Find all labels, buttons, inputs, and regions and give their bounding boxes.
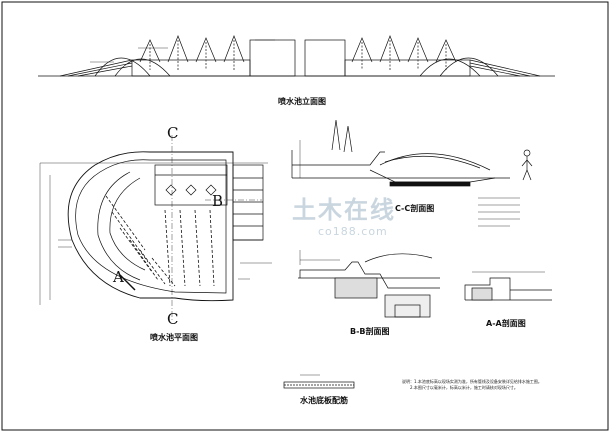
bb-section xyxy=(298,250,440,318)
bb-title: B-B剖面图 xyxy=(350,327,390,336)
elevation-title: 喷水池立面图 xyxy=(278,97,326,106)
section-mark-c-bottom: C xyxy=(167,310,179,328)
watermark-logo: 土木在线 xyxy=(292,196,396,224)
design-note-2: 2.本图尺寸以毫米计，标高以米计，施工时请核对现场尺寸。 xyxy=(410,385,518,390)
drain-title: 水池底板配筋 xyxy=(300,396,348,405)
aa-section xyxy=(464,271,552,301)
design-note-1: 说明：1.本池底标高以现场实测为准，所有管线及设备安装详见给排水施工图。 xyxy=(402,379,542,384)
section-mark-b: B xyxy=(212,192,224,210)
section-mark-c-top: C xyxy=(167,124,179,142)
aa-title: A-A剖面图 xyxy=(486,319,526,328)
section-mark-a: A xyxy=(113,268,124,286)
plan-view xyxy=(39,135,272,322)
cc-title: C-C剖面图 xyxy=(395,204,435,213)
plan-title: 喷水池平面图 xyxy=(150,333,198,342)
watermark-site: co188.com xyxy=(318,225,388,238)
cc-section xyxy=(291,119,533,227)
elevation-view xyxy=(38,35,555,77)
drain-detail xyxy=(283,374,355,389)
